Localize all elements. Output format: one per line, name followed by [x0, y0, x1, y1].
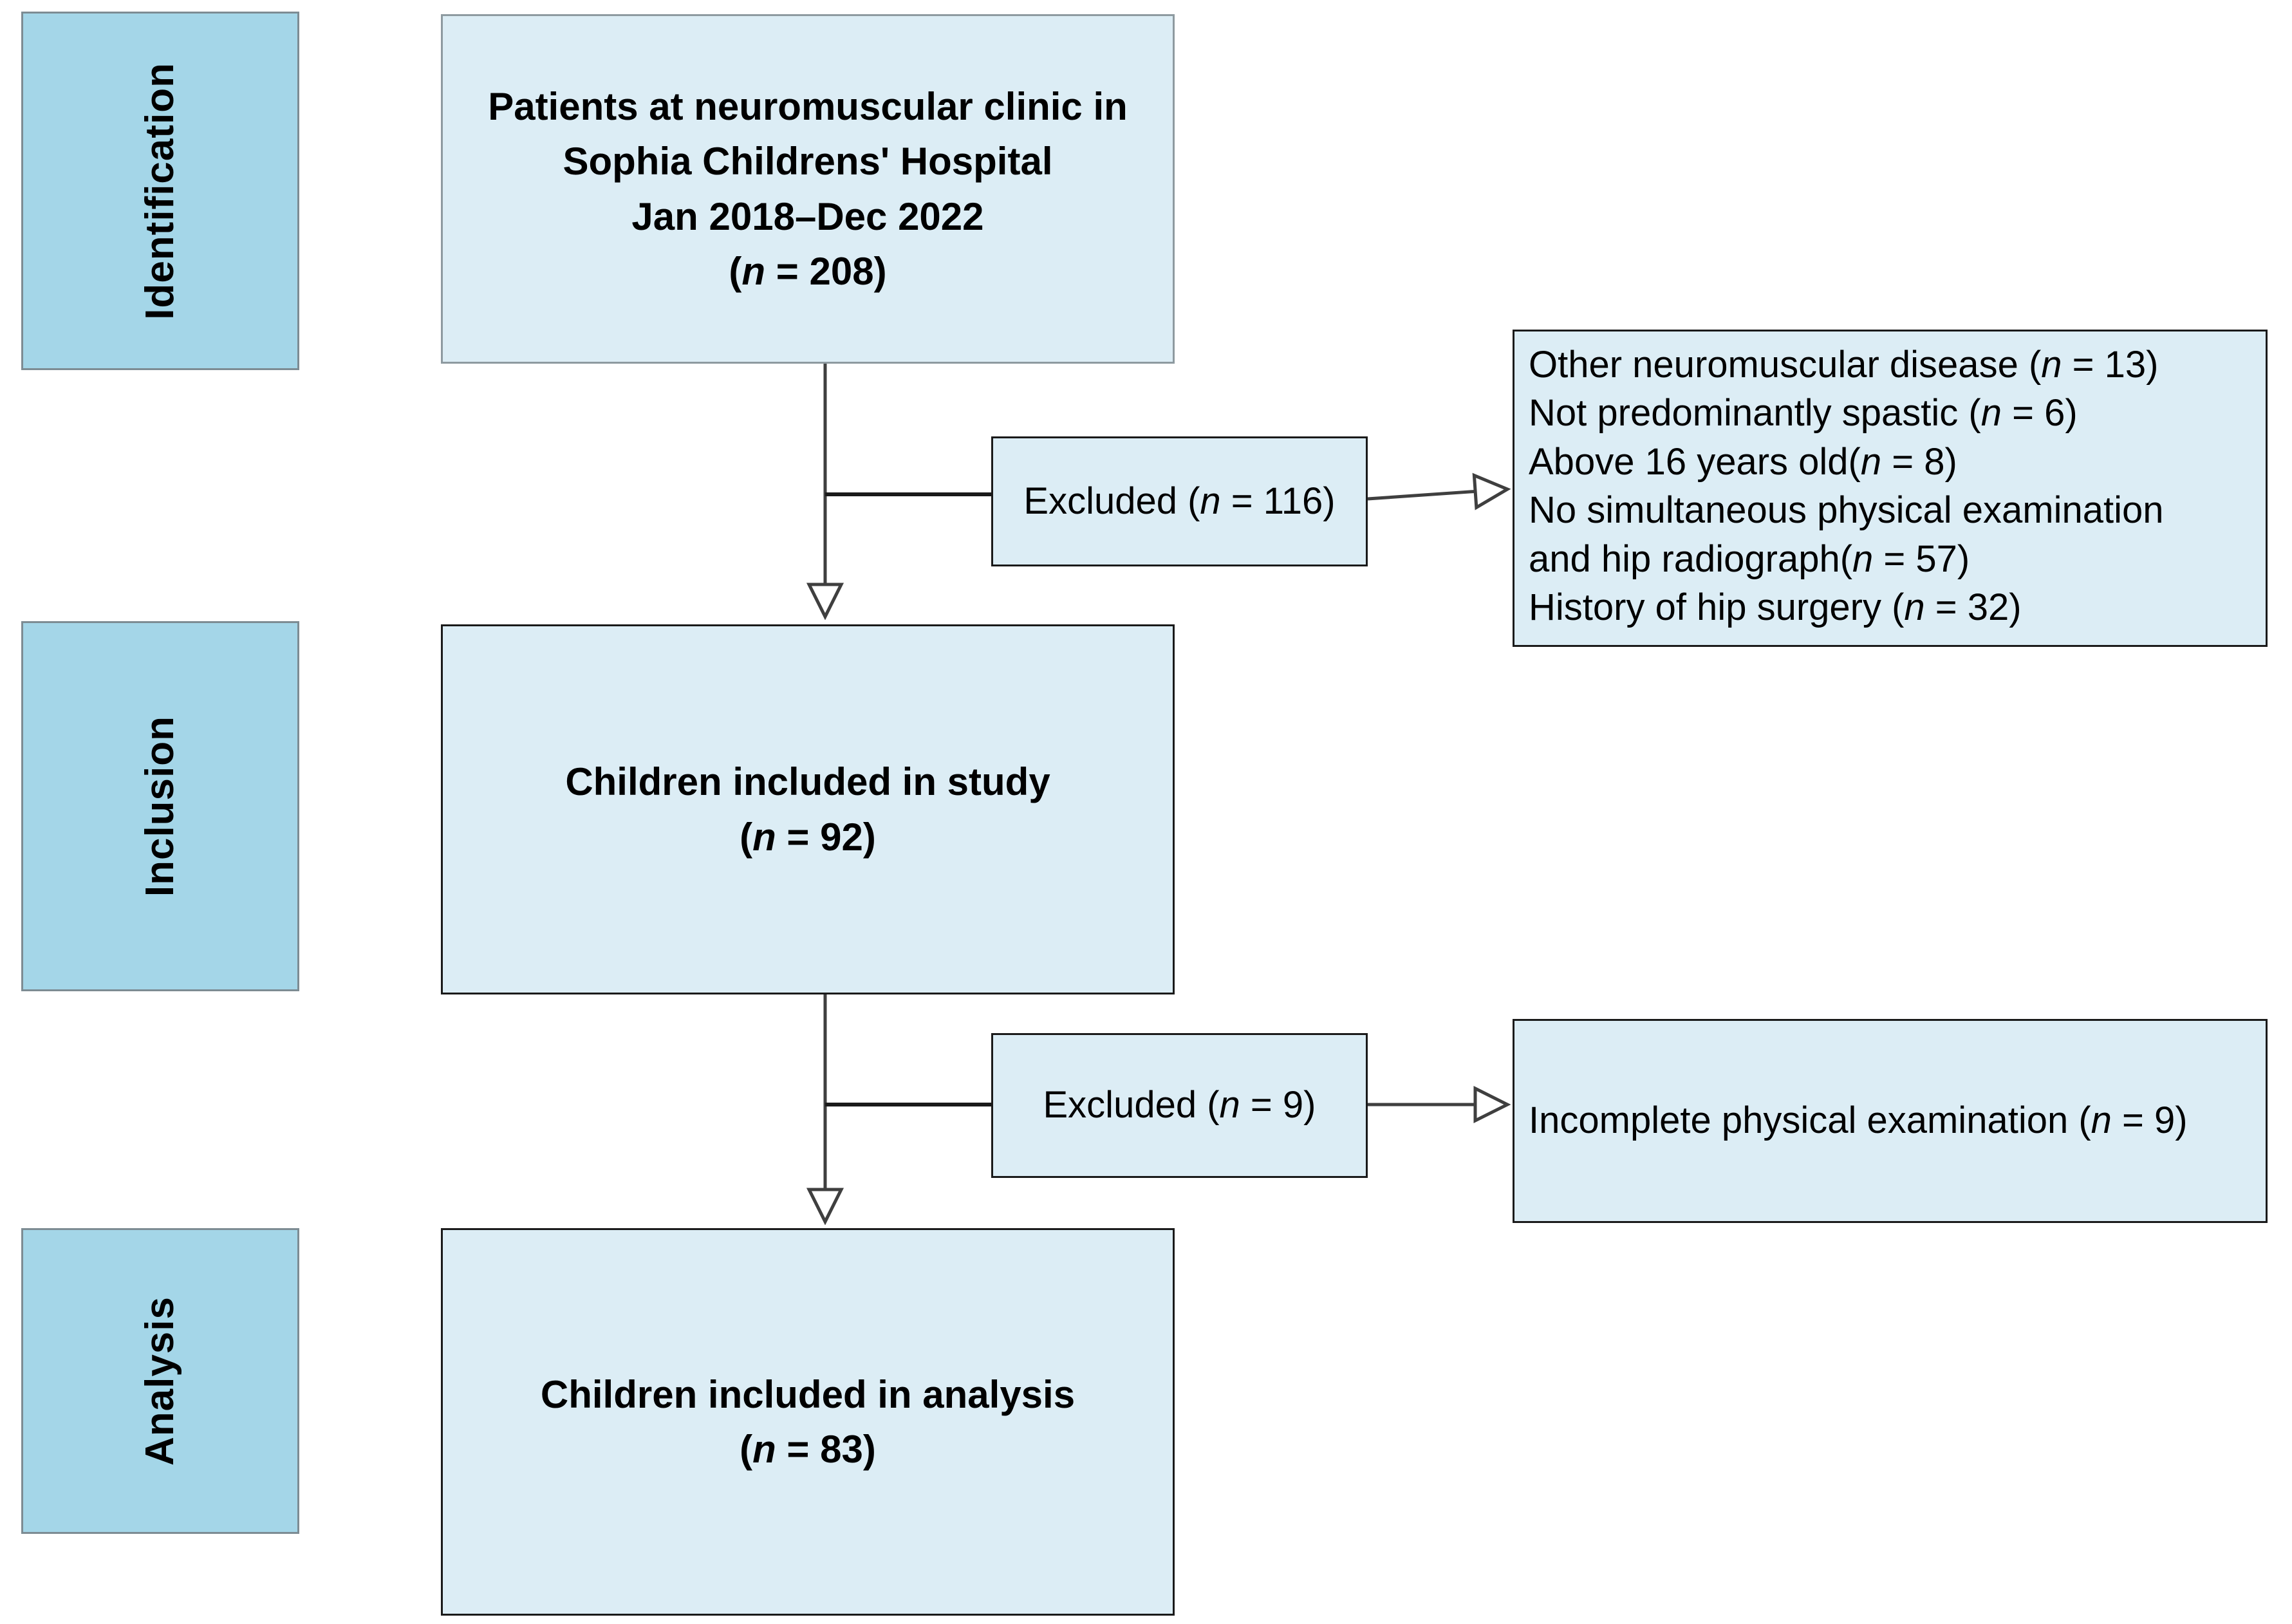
node-exclusion-reasons: Other neuromuscular disease (n = 13) Not… — [1513, 330, 2268, 647]
included-study-count: (n = 92) — [740, 815, 876, 859]
included-study-text: Children included in study (n = 92) — [552, 754, 1063, 864]
exclusion-reason-3: Above 16 years old(n = 8) — [1529, 440, 1957, 483]
source-line-2: Sophia Childrens' Hospital — [563, 140, 1053, 183]
excluded-second-text: Excluded (n = 9) — [1043, 1084, 1316, 1126]
exclusion-reason-6: History of hip surgery (n = 32) — [1529, 586, 2022, 628]
source-count: (n = 208) — [729, 249, 887, 293]
included-analysis-count: (n = 83) — [740, 1428, 876, 1471]
exclusion-reason-2: Not predominantly spastic (n = 6) — [1529, 392, 2078, 434]
stage-bar-identification: Identification — [21, 12, 299, 370]
stage-bar-inclusion: Inclusion — [21, 621, 299, 991]
source-line-3: Jan 2018–Dec 2022 — [631, 194, 984, 238]
exclusion-reasons-text: Other neuromuscular disease (n = 13) Not… — [1514, 331, 2176, 631]
source-line-1: Patients at neuromuscular clinic in — [488, 85, 1128, 129]
exclusion-reason-1: Other neuromuscular disease (n = 13) — [1529, 344, 2159, 386]
node-excluded-first: Excluded (n = 116) — [991, 436, 1368, 566]
incomplete-exam-text: Incomplete physical examination (n = 9) — [1529, 1099, 2188, 1142]
stage-label-analysis: Analysis — [138, 1296, 182, 1466]
node-excluded-second: Excluded (n = 9) — [991, 1033, 1368, 1178]
node-incomplete-exam: Incomplete physical examination (n = 9) — [1513, 1019, 2268, 1223]
exclusion-reason-4: No simultaneous physical examination — [1529, 489, 2164, 532]
included-analysis-line-1: Children included in analysis — [540, 1372, 1076, 1416]
stage-label-inclusion: Inclusion — [138, 715, 182, 897]
node-included-study: Children included in study (n = 92) — [441, 624, 1175, 994]
node-included-analysis: Children included in analysis (n = 83) — [441, 1228, 1175, 1616]
node-source-text: Patients at neuromuscular clinic in Soph… — [475, 79, 1141, 299]
stage-label-identification: Identification — [138, 62, 182, 320]
node-source-population: Patients at neuromuscular clinic in Soph… — [441, 14, 1175, 364]
edge-excluded116-to-reasons — [1367, 489, 1507, 499]
included-analysis-text: Children included in analysis (n = 83) — [528, 1367, 1088, 1477]
stage-bar-analysis: Analysis — [21, 1228, 299, 1534]
exclusion-reason-5: and hip radiograph(n = 57) — [1529, 537, 1970, 580]
excluded-first-text: Excluded (n = 116) — [1023, 480, 1336, 522]
included-study-line-1: Children included in study — [565, 760, 1050, 804]
